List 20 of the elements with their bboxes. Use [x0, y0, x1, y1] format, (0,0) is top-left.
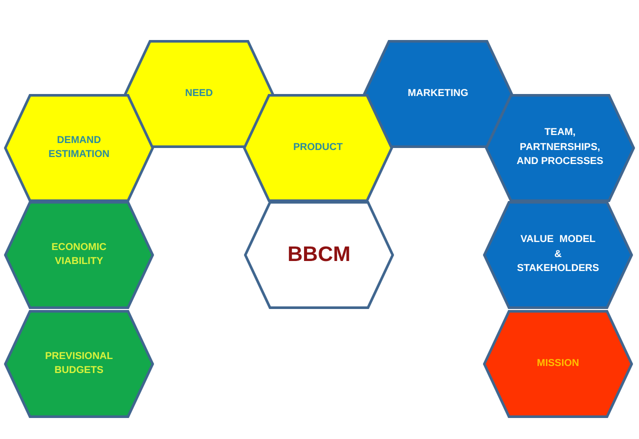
hexagon-label: ECONOMIC VIABILITY	[50, 240, 108, 269]
model-name-label: BBCM	[288, 243, 350, 267]
hexagon-tile	[483, 201, 633, 309]
hexagon-tile	[483, 310, 633, 418]
hexagon-label: PRODUCT	[293, 140, 343, 155]
hexagon-tile	[4, 201, 154, 309]
hexagon-tile	[363, 40, 513, 148]
hexagon-tile	[244, 201, 394, 309]
hexagon-tile	[4, 94, 154, 202]
hexagon-tile	[124, 40, 274, 148]
hexagon-tile	[243, 94, 393, 202]
hexagon-label: TEAM, PARTNERSHIPS, AND PROCESSES	[516, 126, 604, 170]
hexagon-tile	[4, 310, 154, 418]
hexagon-label: MISSION	[536, 356, 580, 371]
hexagon-label: DEMAND ESTIMATION	[48, 134, 110, 162]
hexagon-label: MARKETING	[408, 86, 468, 101]
hexagon-label: NEED	[185, 86, 213, 101]
hexagon-label: PREVISIONAL BUDGETS	[44, 350, 114, 378]
hexagon-label: VALUE MODEL & STAKEHOLDERS	[516, 233, 600, 276]
hexagon-tile	[485, 94, 635, 202]
